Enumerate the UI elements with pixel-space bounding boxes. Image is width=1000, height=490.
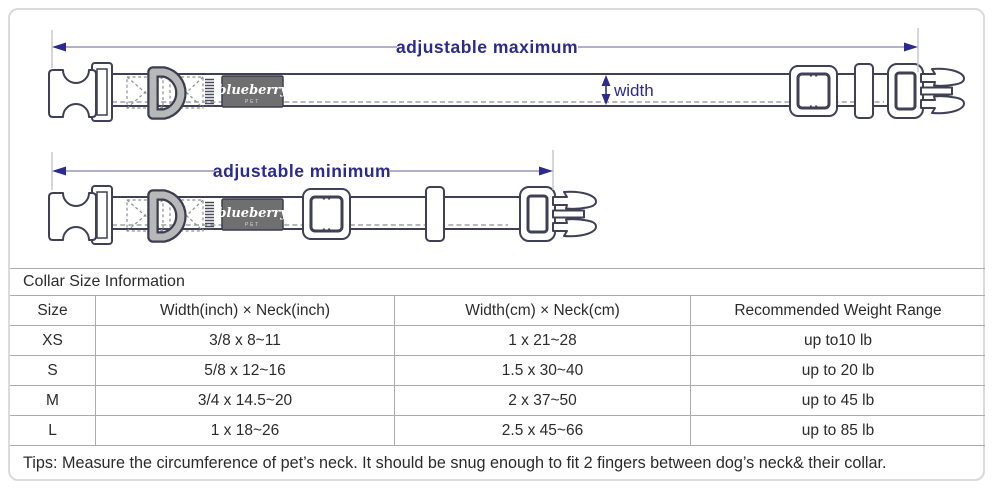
arrowhead-right-icon (904, 42, 918, 52)
column-header-size: Size (37, 301, 68, 319)
collar-diagrams: blueberry PET adjustable maximum width (0, 28, 966, 265)
column-header-cm: Width(cm) × Neck(cm) (394, 296, 690, 325)
width-label: width (613, 81, 654, 100)
table-row-s: S 5/8 x 12~16 1.5 x 30~40 up to 20 lb (10, 355, 985, 385)
inch-cell: 3/8 x 8~11 (95, 326, 394, 355)
column-header-inch: Width(inch) × Neck(inch) (95, 296, 394, 325)
arrowhead-up-icon (601, 75, 611, 86)
collar-maximum-diagram: blueberry PET adjustable maximum width (49, 28, 966, 121)
male-buckle (886, 62, 966, 120)
weight-cell: up to 20 lb (690, 356, 985, 385)
inch-cell: 1 x 18~26 (95, 416, 394, 445)
size-cell: XS (42, 331, 63, 349)
table-title: Collar Size Information (10, 268, 985, 295)
cm-cell: 2 x 37~50 (394, 386, 690, 415)
dimension-width: width (601, 75, 654, 105)
keeper-loop (425, 186, 445, 242)
brand-sublabel: PET (245, 99, 260, 105)
triglide-slider (788, 64, 839, 118)
tips-note: Tips: Measure the circumference of pet’s… (10, 445, 985, 481)
collar-minimum-diagram: blueberry PET adjustable minimum (49, 150, 598, 244)
dimension-minimum-label: adjustable minimum (213, 161, 391, 181)
keeper-loop (854, 63, 874, 119)
weight-cell: up to 85 lb (690, 416, 985, 445)
dimension-maximum-label: adjustable maximum (396, 37, 578, 57)
cm-cell: 2.5 x 45~66 (394, 416, 690, 445)
brand-label: blueberry (217, 206, 289, 221)
arrowhead-right-icon (539, 166, 553, 176)
column-header-weight: Recommended Weight Range (690, 296, 985, 325)
male-buckle (518, 185, 598, 243)
weight-cell: up to10 lb (690, 326, 985, 355)
table-row-m: M 3/4 x 14.5~20 2 x 37~50 up to 45 lb (10, 385, 985, 415)
dimension-maximum: adjustable maximum (51, 28, 919, 72)
triglide-slider (301, 187, 352, 241)
outer-frame (8, 8, 985, 481)
weight-cell: up to 45 lb (690, 386, 985, 415)
cm-cell: 1.5 x 30~40 (394, 356, 690, 385)
cm-cell: 1 x 21~28 (394, 326, 690, 355)
table-row-xs: XS 3/8 x 8~11 1 x 21~28 up to10 lb (10, 325, 985, 355)
size-cell: M (46, 391, 59, 409)
brand-label: blueberry (217, 83, 289, 98)
dimension-minimum: adjustable minimum (51, 150, 554, 190)
inch-cell: 5/8 x 12~16 (95, 356, 394, 385)
arrowhead-left-icon (52, 166, 66, 176)
size-table: Collar Size Information Size Width(inch)… (10, 268, 985, 481)
size-cell: S (47, 361, 58, 379)
brand-sublabel: PET (245, 222, 260, 228)
table-row-l: L 1 x 18~26 2.5 x 45~66 up to 85 lb (10, 415, 985, 445)
arrowhead-left-icon (52, 42, 66, 52)
size-cell: L (48, 421, 57, 439)
arrowhead-down-icon (601, 94, 611, 105)
inch-cell: 3/4 x 14.5~20 (95, 386, 394, 415)
table-header-row: Size Width(inch) × Neck(inch) Width(cm) … (10, 295, 985, 325)
